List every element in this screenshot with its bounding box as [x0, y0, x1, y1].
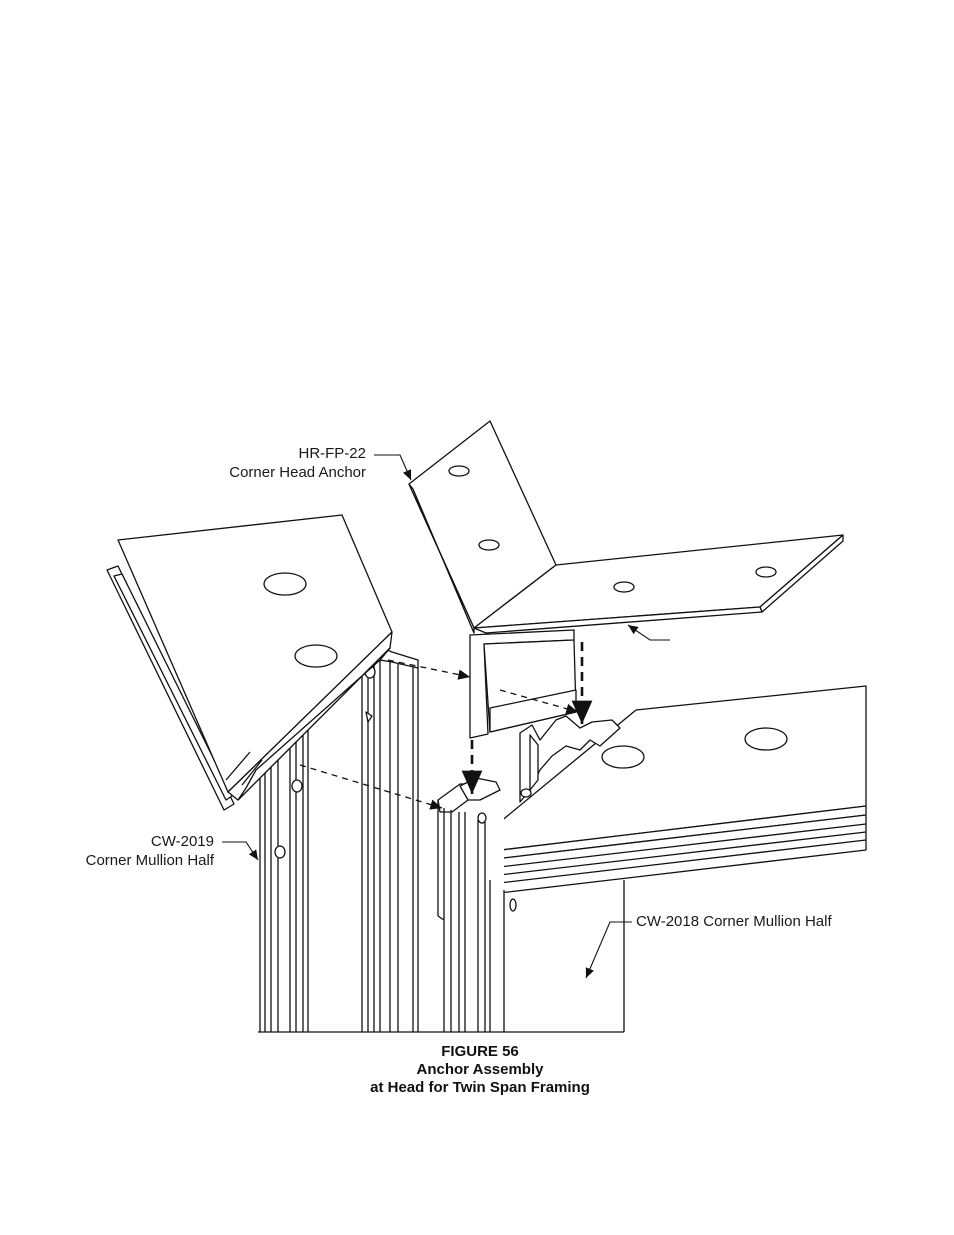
mullion-right-label: CW-2018 Corner Mullion Half — [636, 912, 832, 931]
left-inner-extrusion — [360, 646, 420, 1032]
anchor-callout: HR-FP-22 Corner Head Anchor — [210, 444, 366, 482]
left-head-frame — [107, 515, 392, 810]
mullion-left-description: Corner Mullion Half — [60, 851, 214, 870]
anchor-description: Corner Head Anchor — [210, 463, 366, 482]
right-mullion-half — [438, 778, 516, 1032]
mullion-left-callout: CW-2019 Corner Mullion Half — [60, 832, 214, 870]
figure-subtitle: at Head for Twin Span Framing — [300, 1079, 660, 1097]
corner-head-anchor — [409, 421, 843, 738]
mullion-right-callout: CW-2018 Corner Mullion Half — [636, 912, 832, 931]
figure-caption: FIGURE 56 Anchor Assembly at Head for Tw… — [300, 1043, 660, 1097]
figure-title: Anchor Assembly — [300, 1061, 660, 1079]
anchor-part-number: HR-FP-22 — [210, 444, 366, 463]
figure-number: FIGURE 56 — [300, 1043, 660, 1061]
mullion-left-part-number: CW-2019 — [60, 832, 214, 851]
